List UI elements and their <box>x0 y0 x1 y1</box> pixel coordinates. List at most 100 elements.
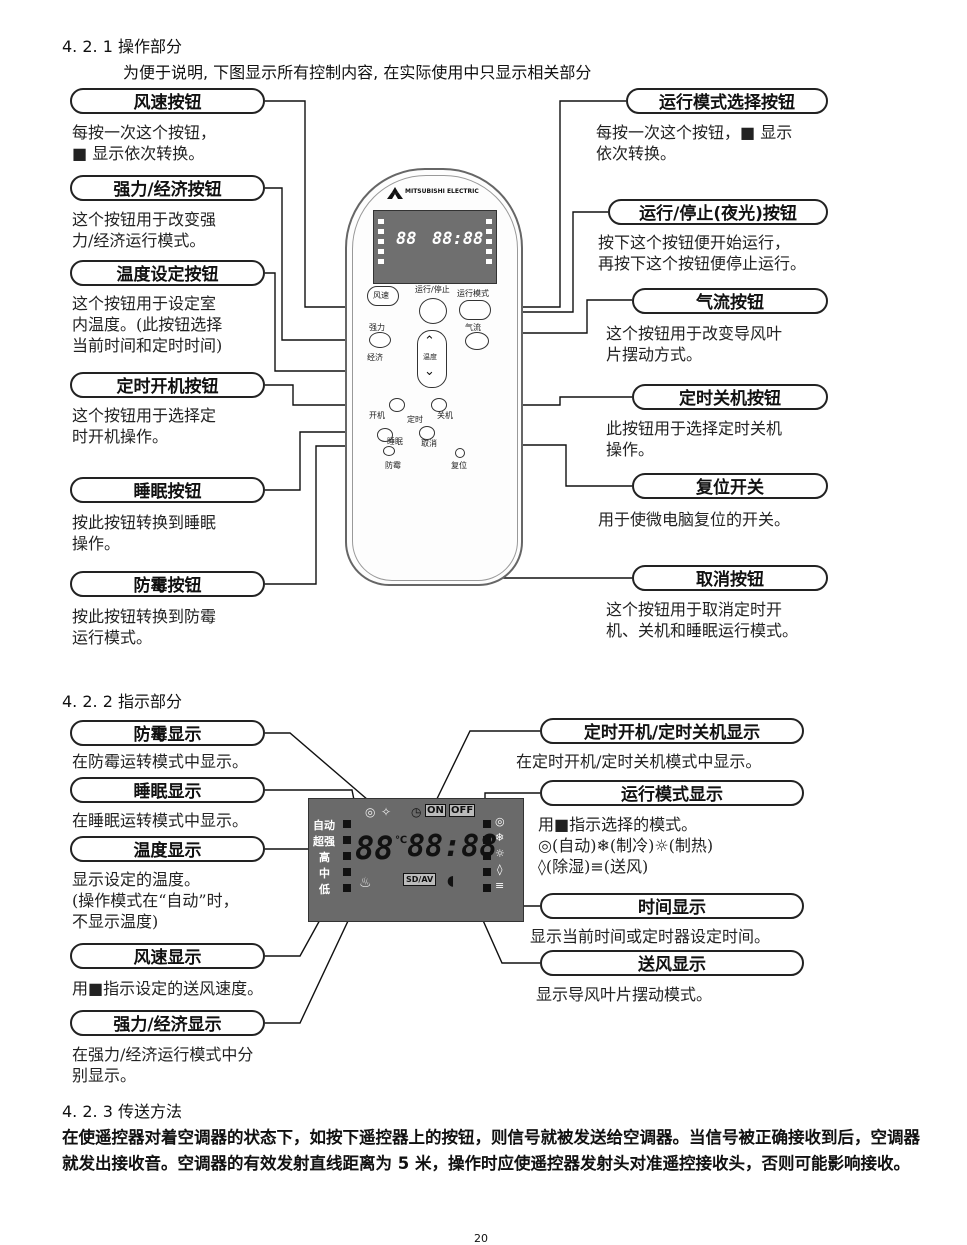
desc-time-display: 显示当前时间或定时器设定时间。 <box>530 927 771 946</box>
label-reset-switch: 复位开关 <box>632 473 828 499</box>
lcd-temp: 88 <box>355 829 394 867</box>
remote-control: MITSUBISHI ELECTRIC 88 88:88 风速 运行/停止 运行… <box>345 168 523 586</box>
lcd-panel: 自动 超强 高 中 低 ◎ ✧ ◷ ON OFF 88 ℃ 88:88 ♨ SD… <box>308 798 524 922</box>
remote-fan-label: 风速 <box>373 291 389 300</box>
section-subheading: 为便于说明, 下图显示所有控制内容, 在实际使用中只显示相关部分 <box>123 63 592 82</box>
lcd-fan-super: 超强 <box>313 835 335 848</box>
section-heading-indicator: 4. 2. 2 指示部分 <box>62 692 182 711</box>
label-power-eco-display: 强力/经济显示 <box>70 1010 265 1036</box>
remote-reset-button[interactable] <box>455 448 465 458</box>
desc-power-eco-display: 在强力/经济运行模式中分 别显示。 <box>72 1045 254 1085</box>
mildew-icon: ◎ <box>365 805 376 819</box>
remote-fan-button[interactable] <box>367 286 399 306</box>
remote-airflow-button[interactable] <box>465 332 489 350</box>
remote-cancel-button[interactable] <box>419 426 435 440</box>
desc-mode-select-button: 每按一次这个按钮，■ 显示 依次转换。 <box>596 123 793 163</box>
desc-mode-display: 用■指示选择的模式。 ◎(自动)❄(制冷)☼(制热) ◊(除湿)≡(送风) <box>538 815 714 876</box>
section-heading-transmission: 4. 2. 3 传送方法 <box>62 1102 182 1121</box>
desc-reset-switch: 用于使微电脑复位的开关。 <box>598 510 791 529</box>
clock-icon: ◷ <box>411 805 422 819</box>
desc-mildew-display: 在防霉运转模式中显示。 <box>72 752 249 771</box>
desc-run-stop-button: 按下这个按钮便开始运行， 再按下这个按钮便停止运行。 <box>598 233 807 273</box>
remote-sleep-button[interactable] <box>377 428 393 442</box>
label-time-display: 时间显示 <box>540 893 804 919</box>
label-timer-off-button: 定时关机按钮 <box>632 384 828 410</box>
remote-mode-label: 运行模式 <box>457 289 489 298</box>
lcd-fan-high: 高 <box>319 851 330 864</box>
lcd-fan-low: 低 <box>319 883 330 896</box>
remote-power-button[interactable] <box>369 332 391 348</box>
lcd-temp-unit: ℃ <box>395 835 408 846</box>
remote-timer-off-label: 关机 <box>437 411 453 420</box>
desc-timer-off-button: 此按钮用于选择定时关机 操作。 <box>606 419 783 459</box>
lcd-mode-block <box>483 868 491 876</box>
transmission-paragraph: 在使遥控器对着空调器的状态下，如按下遥控器上的按钮，则信号就被发送给空调器。当信… <box>62 1128 920 1173</box>
power-eco-icon: ♨ <box>359 875 372 891</box>
lcd-time: 88:88 <box>407 829 498 864</box>
lcd-fan-block <box>343 820 351 828</box>
cool-mode-icon: ❄ <box>495 831 505 844</box>
remote-mildew-label: 防霉 <box>385 461 401 470</box>
remote-brand: MITSUBISHI ELECTRIC <box>405 188 479 195</box>
desc-power-eco-button: 这个按钮用于改变强 力/经济运行模式。 <box>72 210 217 250</box>
temp-down-icon[interactable]: ⌄ <box>424 364 435 379</box>
dry-mode-icon: ◊ <box>497 863 503 876</box>
label-sleep-display: 睡眠显示 <box>70 777 265 803</box>
lcd-mode-block <box>483 820 491 828</box>
remote-run-stop-button[interactable] <box>419 298 447 324</box>
remote-temp-rocker[interactable] <box>417 330 447 388</box>
remote-timer-off-button[interactable] <box>431 398 447 412</box>
remote-reset-label: 复位 <box>451 461 467 470</box>
label-fan-speed-button: 风速按钮 <box>70 88 265 114</box>
desc-timer-on-button: 这个按钮用于选择定 时开机操作。 <box>72 406 217 446</box>
lcd-mode-block <box>483 884 491 892</box>
remote-mode-button[interactable] <box>459 300 491 320</box>
remote-lcd-temp: 88 <box>396 229 417 249</box>
remote-sleep-label: 睡眠 <box>387 437 403 446</box>
remote-airflow-label: 气流 <box>465 323 481 332</box>
desc-airflow-button: 这个按钮用于改变导风叶 片摆动方式。 <box>606 324 783 364</box>
lcd-fan-mid: 中 <box>319 867 330 880</box>
lcd-power-label: SD/AV <box>403 873 437 886</box>
label-timer-on-button: 定时开机按钮 <box>70 372 265 398</box>
lcd-fan-block <box>343 852 351 860</box>
desc-cancel-button: 这个按钮用于取消定时开 机、关机和睡眠运行模式。 <box>606 600 799 640</box>
desc-sleep-display: 在睡眠运转模式中显示。 <box>72 811 249 830</box>
label-mode-display: 运行模式显示 <box>540 780 804 806</box>
lcd-mode-block <box>483 836 491 844</box>
lcd-mode-block <box>483 852 491 860</box>
desc-timer-display: 在定时开机/定时关机模式中显示。 <box>516 752 762 771</box>
airflow-vane-icon: ◖ <box>447 873 455 889</box>
label-mildew-button: 防霉按钮 <box>70 571 265 597</box>
lcd-fan-block <box>343 836 351 844</box>
fan-mode-icon: ≡ <box>495 879 505 892</box>
label-temp-set-button: 温度设定按钮 <box>70 260 265 286</box>
lcd-on-indicator: ON <box>425 804 446 817</box>
remote-run-stop-label: 运行/停止 <box>415 285 450 294</box>
desc-temp-display: 显示设定的温度。 (操作模式在“自动”时， 不显示温度) <box>72 870 239 931</box>
label-airflow-display: 送风显示 <box>540 950 804 976</box>
remote-timer-on-button[interactable] <box>389 398 405 412</box>
remote-timer-on-label: 开机 <box>369 411 385 420</box>
desc-fan-speed-button: 每按一次这个按钮， ■ 显示依次转换。 <box>72 123 217 163</box>
remote-lcd: 88 88:88 <box>373 210 497 284</box>
mitsubishi-logo-icon <box>387 186 403 200</box>
page-number: 20 <box>474 1232 488 1245</box>
desc-temp-set-button: 这个按钮用于设定室 内温度。(此按钮选择 当前时间和定时时间) <box>72 294 223 355</box>
remote-lcd-mode-bars <box>486 219 492 267</box>
remote-timer-label: 定时 <box>407 415 423 424</box>
label-fan-display: 风速显示 <box>70 943 265 969</box>
heat-mode-icon: ☼ <box>495 847 505 860</box>
label-mildew-display: 防霉显示 <box>70 720 265 746</box>
label-timer-display: 定时开机/定时关机显示 <box>540 718 804 744</box>
label-mode-select-button: 运行模式选择按钮 <box>626 88 828 114</box>
lcd-fan-auto: 自动 <box>313 819 335 832</box>
temp-up-icon[interactable]: ⌃ <box>424 334 435 349</box>
desc-airflow-display: 显示导风叶片摆动模式。 <box>536 985 713 1004</box>
remote-mildew-button[interactable] <box>383 446 395 456</box>
label-sleep-button: 睡眠按钮 <box>70 477 265 503</box>
remote-lcd-fan-bars <box>378 219 384 267</box>
label-temp-display: 温度显示 <box>70 836 265 862</box>
label-cancel-button: 取消按钮 <box>632 565 828 591</box>
remote-power-label: 强力 <box>369 323 385 332</box>
